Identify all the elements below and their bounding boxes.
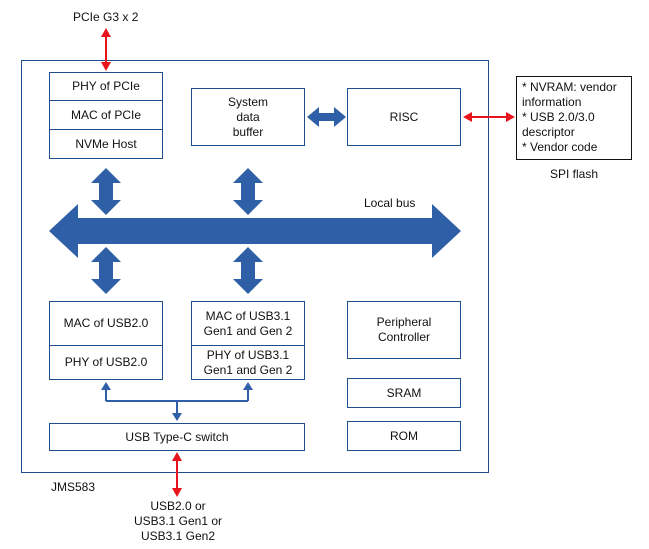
phy-usb2-arrowhead [101, 382, 111, 390]
buffer-bus-arrow [233, 168, 263, 215]
chip-outline [21, 60, 489, 473]
phy-pcie-block: PHY of PCIe [49, 72, 163, 101]
rom-label: ROM [390, 428, 418, 443]
risc-block: RISC [347, 88, 461, 146]
nvme-host-label: NVMe Host [75, 136, 137, 151]
chip-name-label: JMS583 [51, 480, 96, 494]
usb-typec-switch-label: USB Type-C switch [125, 429, 229, 444]
usb-interface-label: USB2.0 or USB3.1 Gen1 or USB3.1 Gen2 [133, 499, 223, 543]
switch-arrowhead [172, 413, 182, 421]
spi-flash-label: SPI flash [550, 167, 599, 181]
phy-usb2-label: PHY of USB2.0 [64, 355, 148, 369]
spi-flash-box: * NVRAM: vendor information * USB 2.0/3.… [516, 76, 632, 160]
rom-block: ROM [347, 421, 461, 451]
local-bus-arrow [49, 204, 461, 258]
phy-usb31-block: PHY of USB3.1 Gen1 and Gen 2 [191, 345, 305, 380]
phy-usb2-block: PHY of USB2.0 [49, 345, 163, 380]
risc-label: RISC [389, 109, 419, 124]
usb31-bus-arrow [233, 247, 263, 294]
phy-usb31-arrowhead [243, 382, 253, 390]
phy-usb31-label: PHY of USB3.1 Gen1 and Gen 2 [203, 347, 293, 377]
system-data-buffer-label: System data buffer [227, 94, 268, 139]
pcie-interface-label: PCIe G3 x 2 [73, 10, 139, 24]
nvme-host-block: NVMe Host [49, 129, 163, 159]
mac-usb31-label: MAC of USB3.1 Gen1 and Gen 2 [203, 308, 293, 338]
mac-pcie-label: MAC of PCIe [70, 107, 142, 122]
peripheral-controller-block: Peripheral Controller [347, 301, 461, 359]
usb-phy-to-switch-connector [105, 388, 249, 415]
buffer-risc-arrow [307, 107, 346, 127]
usb-typec-switch-block: USB Type-C switch [49, 423, 305, 451]
spi-external-arrow [463, 112, 515, 122]
mac-pcie-block: MAC of PCIe [49, 100, 163, 130]
pcie-bus-arrow [91, 168, 121, 215]
sram-label: SRAM [386, 385, 422, 400]
peripheral-controller-label: Peripheral Controller [376, 315, 432, 344]
sram-block: SRAM [347, 378, 461, 408]
pcie-external-arrow [101, 28, 111, 71]
usb-external-arrow [172, 452, 182, 497]
system-data-buffer-block: System data buffer [191, 88, 305, 146]
mac-usb2-block: MAC of USB2.0 [49, 301, 163, 346]
mac-usb2-label: MAC of USB2.0 [63, 316, 149, 330]
usb2-bus-arrow [91, 247, 121, 294]
phy-pcie-label: PHY of PCIe [72, 79, 140, 93]
local-bus-label: Local bus [364, 196, 416, 210]
